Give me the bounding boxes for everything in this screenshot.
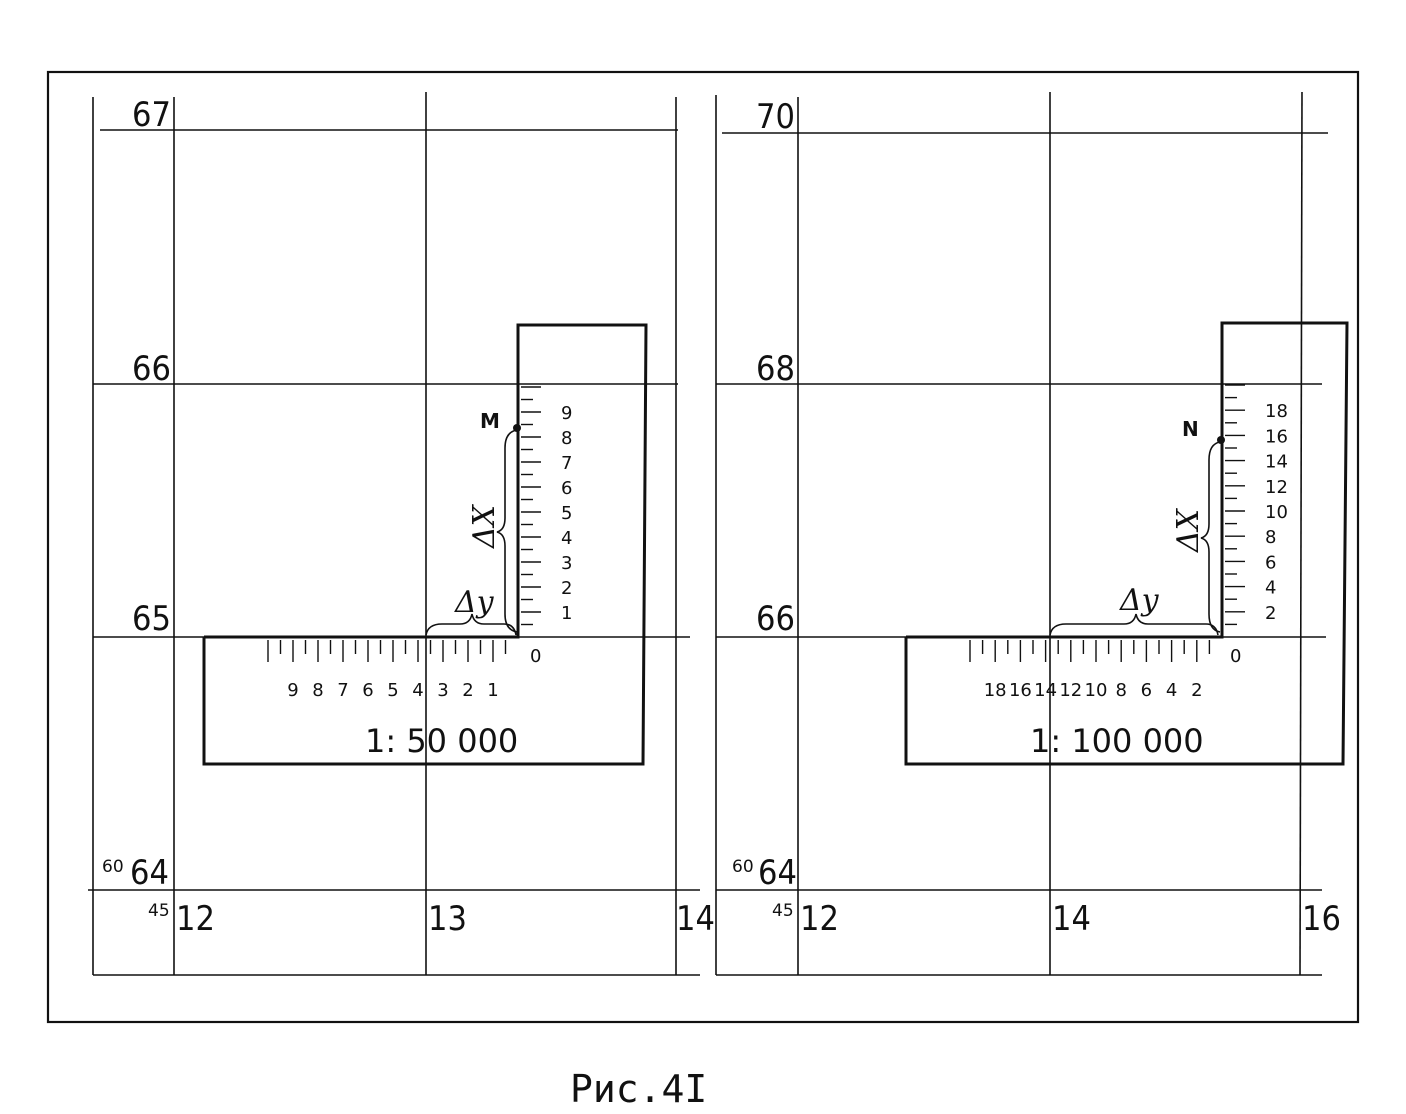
right-delta-y-label: Δy [1119,583,1160,618]
left-delta-y-label: Δy [454,585,495,620]
right-vertical-scale-label: 14 [1265,452,1288,473]
left-horizontal-scale-label: 8 [312,680,323,701]
right-horizontal-scale-label: 8 [1115,680,1126,701]
left-delta-x-label: ΔX [467,503,502,549]
right-vertical-scale-ticks: 2 4 6 8 10 12 14 16 18 [1225,384,1288,626]
left-northing-label-65: 65 [132,599,171,639]
left-vertical-scale-ticks: 1 2 3 4 5 6 7 8 9 [521,386,572,626]
left-northing-label-64: 64 [130,853,169,893]
left-vertical-scale-label: 7 [561,453,572,474]
right-easting-label-12: 12 [800,899,839,939]
right-northing-label-70: 70 [756,97,795,137]
right-easting-prefix: 45 [772,901,794,921]
right-vertical-scale-label: 12 [1265,477,1288,498]
figure-caption: Рис.4I [570,1067,707,1111]
left-vertical-scale-label: 6 [561,478,572,499]
left-easting-label-13: 13 [428,899,467,939]
left-point-label: M [480,409,500,433]
right-horizontal-scale-label: 6 [1141,680,1152,701]
left-vertical-scale-label: 1 [561,603,572,624]
right-easting-label-14: 14 [1052,899,1091,939]
left-vertical-scale-label: 3 [561,553,572,574]
right-vertical-scale-label: 8 [1265,527,1276,548]
left-northing-label-66: 66 [132,349,171,389]
left-horizontal-scale-label: 9 [287,680,298,701]
right-delta-x-label: ΔX [1171,507,1206,553]
right-horizontal-scale-label: 18 [984,680,1007,701]
right-northing-label-64: 64 [758,853,797,893]
right-vertical-scale-label: 6 [1265,552,1276,573]
left-northing-label-67: 67 [132,95,171,135]
right-northing-prefix: 60 [732,857,754,877]
left-delta-y-brace [425,613,517,636]
right-vertical-scale-label: 10 [1265,502,1288,523]
left-horizontal-scale-label: 7 [337,680,348,701]
left-easting-label-12: 12 [176,899,215,939]
right-horizontal-scale-label: 14 [1034,680,1057,701]
left-vertical-scale-label: 4 [561,528,572,549]
left-horizontal-scale-label: 5 [387,680,398,701]
right-horizontal-scale-label: 2 [1191,680,1202,701]
left-vertical-scale-label: 5 [561,503,572,524]
left-northing-prefix: 60 [102,857,124,877]
left-vertical-scale-label: 8 [561,428,572,449]
right-vertical-scale-label: 18 [1265,401,1288,422]
right-delta-x-brace [1200,441,1221,633]
left-scale-title: 1: 50 000 [365,722,518,760]
right-horizontal-scale-label: 10 [1085,680,1108,701]
right-horizontal-scale-label: 16 [1009,680,1032,701]
left-scale-outline [202,323,648,766]
left-horizontal-scale-label: 6 [362,680,373,701]
right-vertical-scale-label: 16 [1265,426,1288,447]
right-northing-label-66: 66 [756,599,795,639]
right-easting-label-16: 16 [1302,899,1341,939]
right-gridline-easting-16 [1299,91,1303,976]
left-easting-label-14: 14 [676,899,715,939]
right-horizontal-scale-label: 4 [1166,680,1177,701]
right-northing-label-68: 68 [756,349,795,389]
right-delta-y-brace [1049,613,1219,636]
right-scale-zero-label: 0 [1230,646,1241,667]
right-scale-outline [904,321,1349,766]
right-vertical-scale-label: 4 [1265,578,1276,599]
left-horizontal-scale-label: 1 [487,680,498,701]
right-map-panel: 70 68 66 60 64 45 12 14 16 2468101214161… [715,91,1349,976]
outer-frame [46,70,1360,1024]
right-scale-title: 1: 100 000 [1030,722,1204,760]
left-easting-prefix: 45 [148,901,170,921]
left-scale-zero-label: 0 [530,646,541,667]
left-vertical-scale-label: 9 [561,403,572,424]
right-vertical-scale-label: 2 [1265,603,1276,624]
right-horizontal-scale-label: 12 [1059,680,1082,701]
left-horizontal-scale-label: 4 [412,680,423,701]
left-delta-x-brace [496,429,518,633]
right-point-label: N [1182,417,1199,441]
left-horizontal-scale-label: 3 [437,680,448,701]
left-horizontal-scale-label: 2 [462,680,473,701]
left-vertical-scale-label: 2 [561,578,572,599]
